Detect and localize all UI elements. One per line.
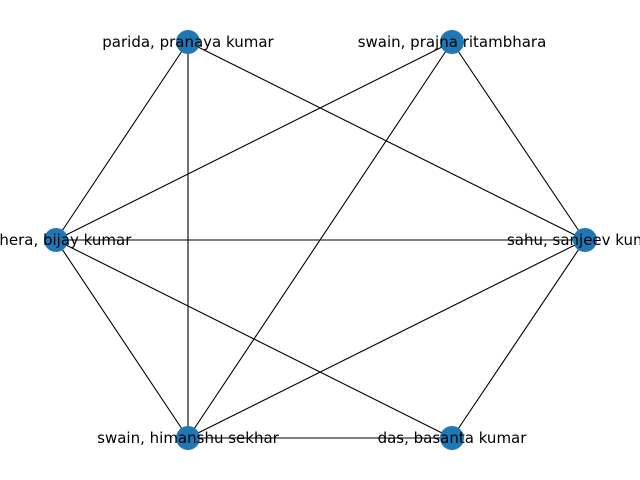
node-swain_h <box>176 426 200 450</box>
edge-sahu-swain_h <box>187 239 586 439</box>
edge-sahu-das <box>451 239 586 439</box>
labels-group: parida, pranaya kumar swain, prajna ritam… <box>0 33 640 447</box>
edges-group <box>55 41 586 439</box>
nodes-group <box>44 30 597 450</box>
edge-swain_p-sahu <box>451 41 586 241</box>
node-das <box>440 426 464 450</box>
edge-parida-behera <box>55 41 189 241</box>
node-label-swain_h: swain, himanshu sekhar <box>97 429 279 447</box>
node-behera <box>44 228 68 252</box>
node-label-behera: behera, bijay kumar <box>0 231 132 249</box>
node-sahu <box>573 228 597 252</box>
node-label-parida: parida, pranaya kumar <box>102 33 274 51</box>
node-label-swain_p: swain, prajna ritambhara <box>358 33 547 51</box>
edge-behera-das <box>55 239 453 439</box>
node-label-das: das, basanta kumar <box>378 429 528 447</box>
node-swain_p <box>440 30 464 54</box>
edge-swain_p-behera <box>55 41 453 241</box>
node-label-sahu: sahu, sanjeev kumar <box>507 231 640 249</box>
node-parida <box>176 30 200 54</box>
edge-behera-swain_h <box>55 239 189 439</box>
